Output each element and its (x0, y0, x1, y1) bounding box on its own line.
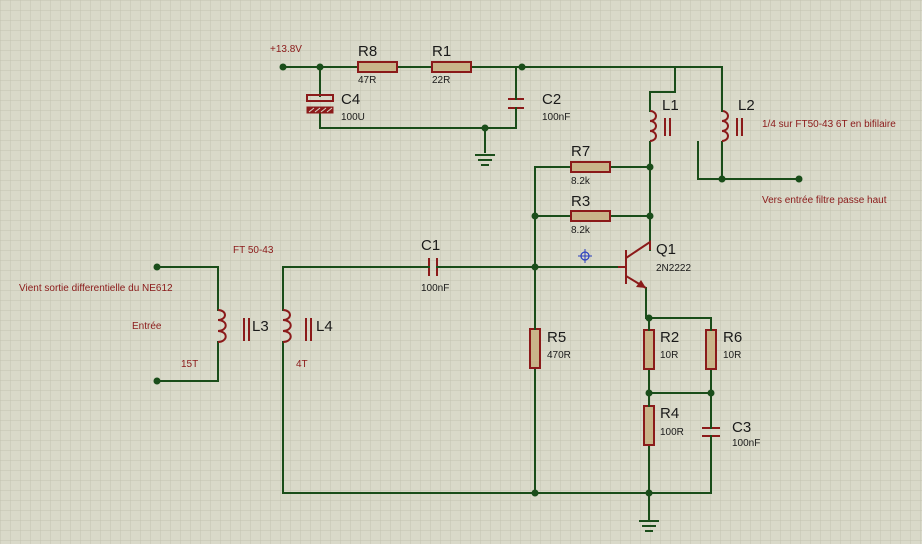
r5-ref: R5 (547, 329, 566, 346)
inductor-l3[interactable]: L3 15T (181, 309, 269, 370)
resistor-r2[interactable]: R2 10R (643, 326, 679, 370)
r5-value: 470R (547, 350, 571, 361)
inductor-l2[interactable]: L2 (721, 94, 755, 142)
resistor-r7[interactable]: R7 8.2k (570, 143, 611, 187)
wires (156, 66, 800, 520)
r6-value: 10R (723, 350, 741, 361)
output-note: Vers entrée filtre passe haut (762, 195, 887, 206)
r7-ref: R7 (571, 143, 590, 160)
inductor-l4[interactable]: L4 4T (282, 309, 333, 370)
capacitor-c4[interactable]: C4 100U (306, 91, 365, 123)
resistor-r8[interactable]: R8 47R (357, 43, 398, 86)
r7-value: 8.2k (571, 176, 591, 187)
c2-value: 100nF (542, 112, 570, 123)
l3-ref: L3 (252, 318, 269, 335)
resistor-r4[interactable]: R4 100R (643, 402, 684, 446)
r3-ref: R3 (571, 193, 590, 210)
c1-value: 100nF (421, 283, 449, 294)
l2-ref: L2 (738, 97, 755, 114)
r1-value: 22R (432, 75, 450, 86)
l1-ref: L1 (662, 97, 679, 114)
r1-ref: R1 (432, 43, 451, 60)
input-source-note: Vient sortie differentielle du NE612 (19, 283, 173, 294)
input-note: Entrée (132, 321, 162, 332)
resistor-r6[interactable]: R6 10R (705, 326, 742, 370)
r4-value: 100R (660, 427, 684, 438)
c4-ref: C4 (341, 91, 360, 108)
l4-ref: L4 (316, 318, 333, 335)
resistor-r1[interactable]: R1 22R (431, 43, 472, 86)
capacitor-c1[interactable]: C1 100nF (421, 237, 449, 294)
ground-symbol-bottom (639, 520, 659, 532)
r2-ref: R2 (660, 329, 679, 346)
r2-value: 10R (660, 350, 678, 361)
inductor-l1[interactable]: L1 (649, 97, 679, 142)
c3-ref: C3 (732, 419, 751, 436)
c2-ref: C2 (542, 91, 561, 108)
r3-value: 8.2k (571, 225, 591, 236)
l4-turns: 4T (296, 359, 308, 370)
l3-turns: 15T (181, 359, 198, 370)
ground-symbol-top (475, 154, 495, 166)
r4-ref: R4 (660, 405, 679, 422)
probe-cursor-icon (578, 249, 592, 263)
q1-ref: Q1 (656, 241, 676, 258)
r6-ref: R6 (723, 329, 742, 346)
q1-value: 2N2222 (656, 263, 691, 274)
junction-dots (153, 63, 803, 497)
transistor-q1[interactable]: Q1 2N2222 (618, 240, 691, 289)
capacitor-c2[interactable]: C2 100nF (508, 91, 570, 123)
r8-value: 47R (358, 75, 376, 86)
c3-value: 100nF (732, 438, 760, 449)
l2-core-note: 1/4 sur FT50-43 6T en bifilaire (762, 119, 896, 130)
capacitor-c3[interactable]: C3 100nF (702, 419, 760, 449)
resistor-r3[interactable]: R3 8.2k (570, 193, 611, 236)
supply-label: +13.8V (270, 44, 302, 55)
transformer-core-note: FT 50-43 (233, 245, 274, 256)
c4-value: 100U (341, 112, 365, 123)
r8-ref: R8 (358, 43, 377, 60)
c1-ref: C1 (421, 237, 440, 254)
resistor-r5[interactable]: R5 470R (529, 317, 571, 369)
